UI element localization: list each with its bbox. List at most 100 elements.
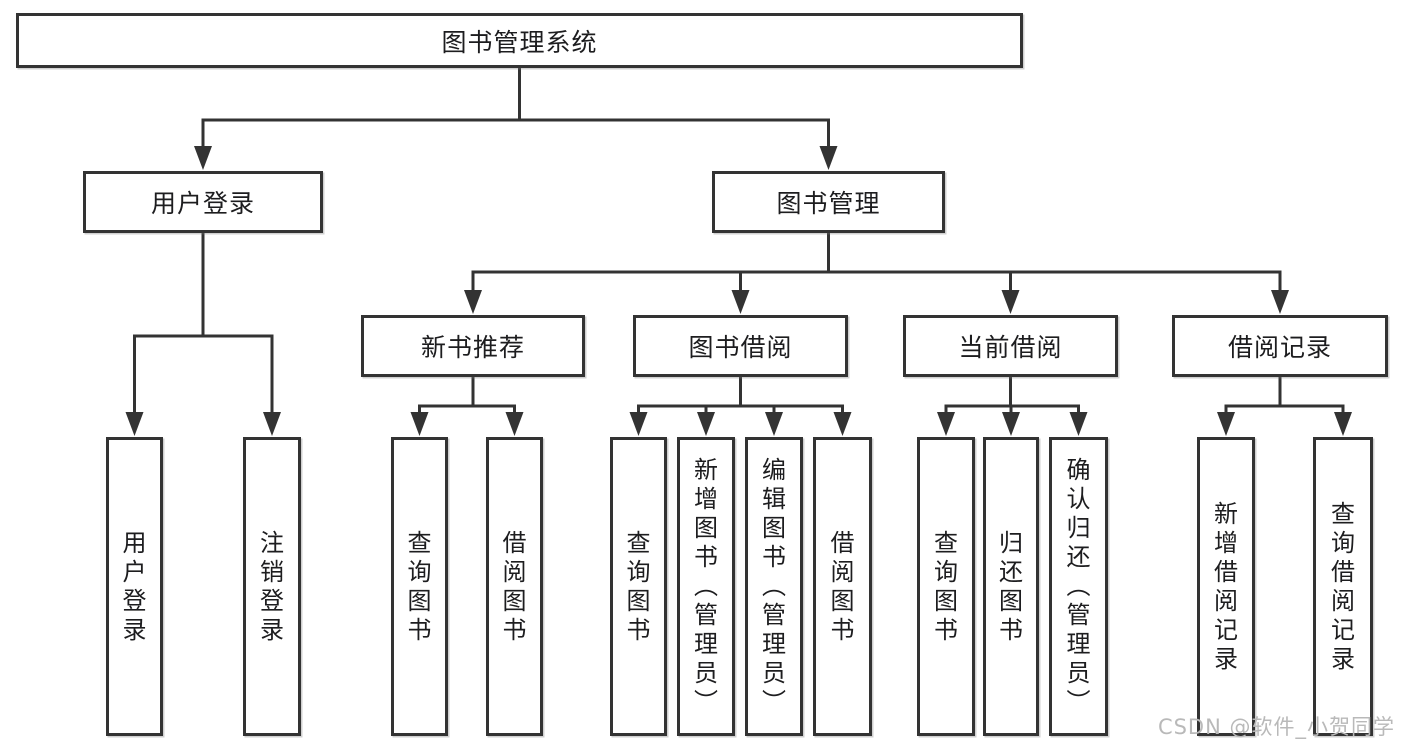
vertical-glyph: 图	[694, 514, 718, 542]
arrowhead	[410, 412, 429, 436]
vertical-glyph: 借	[502, 528, 527, 557]
vertical-glyph: 图	[830, 586, 855, 615]
vertical-glyph: 销	[260, 557, 284, 586]
vertical-glyph: 询	[407, 557, 432, 586]
vertical-glyph: 编	[762, 456, 786, 484]
arrowhead	[1334, 412, 1352, 436]
arrowhead	[1217, 412, 1235, 436]
node-leaf-return-books: 归还图书	[983, 437, 1039, 736]
vertical-glyph: 阅	[1214, 586, 1238, 615]
node-leaf-query-books-3: 查询图书	[917, 437, 975, 736]
vertical-glyph: 书	[762, 543, 786, 571]
vertical-glyph: 查	[934, 528, 958, 557]
vertical-glyph: 归	[999, 528, 1023, 557]
vertical-glyph: 注	[260, 528, 284, 557]
arrowhead	[1001, 290, 1020, 314]
vertical-glyph: ︶	[694, 688, 718, 716]
vertical-glyph: 询	[626, 557, 651, 586]
node-leaf-logout: 注销登录	[243, 437, 301, 736]
vertical-glyph: 录	[260, 615, 284, 644]
vertical-glyph: 理	[762, 630, 786, 658]
node-leaf-user-login: 用户登录	[106, 437, 163, 736]
node-leaf-query-books-1: 查询图书	[391, 437, 448, 736]
arrowhead	[937, 412, 955, 436]
vertical-glyph: 查	[626, 528, 651, 557]
vertical-glyph: 确	[1066, 456, 1091, 484]
vertical-glyph: 询	[1331, 528, 1355, 557]
vertical-glyph: 辑	[762, 485, 786, 513]
vertical-glyph: 图	[999, 586, 1023, 615]
vertical-glyph: 书	[502, 615, 527, 644]
vertical-glyph: 借	[830, 528, 855, 557]
vertical-glyph: 图	[626, 586, 651, 615]
vertical-glyph: 还	[999, 557, 1023, 586]
vertical-glyph: ︵	[762, 572, 786, 600]
vertical-glyph: 询	[934, 557, 958, 586]
arrowhead	[629, 412, 648, 436]
vertical-glyph: 管	[1066, 601, 1091, 629]
vertical-glyph: 管	[694, 601, 718, 629]
vertical-glyph: 新	[1214, 499, 1238, 528]
node-book-management: 图书管理	[712, 171, 945, 233]
vertical-glyph: 书	[694, 543, 718, 571]
node-leaf-confirm-return: 确认归还︵管理员︶	[1049, 437, 1108, 736]
vertical-glyph: 录	[122, 615, 147, 644]
vertical-glyph: 归	[1066, 514, 1091, 542]
node-current-borrow: 当前借阅	[903, 315, 1118, 377]
vertical-glyph: ︵	[694, 572, 718, 600]
vertical-glyph: 登	[122, 586, 147, 615]
arrowhead	[1069, 412, 1088, 436]
node-leaf-add-books: 新增图书︵管理员︶	[677, 437, 735, 736]
vertical-glyph: 书	[999, 615, 1023, 644]
vertical-glyph: 书	[830, 615, 855, 644]
vertical-glyph: 阅	[830, 557, 855, 586]
arrowhead	[731, 290, 750, 314]
vertical-glyph: 书	[626, 615, 651, 644]
vertical-glyph: ︶	[1066, 688, 1091, 716]
node-leaf-query-borrow-record: 查询借阅记录	[1313, 437, 1373, 736]
vertical-glyph: 图	[407, 586, 432, 615]
vertical-glyph: 理	[694, 630, 718, 658]
node-leaf-add-borrow-record: 新增借阅记录	[1197, 437, 1255, 736]
arrowhead	[263, 412, 281, 436]
vertical-glyph: 图	[934, 586, 958, 615]
node-borrow-records: 借阅记录	[1172, 315, 1388, 377]
arrowhead	[464, 290, 482, 314]
vertical-glyph: ︶	[762, 688, 786, 716]
vertical-glyph: 借	[1214, 557, 1238, 586]
node-leaf-borrow-books-1: 借阅图书	[486, 437, 543, 736]
vertical-glyph: 管	[762, 601, 786, 629]
vertical-glyph: 借	[1331, 557, 1355, 586]
node-leaf-edit-books: 编辑图书︵管理员︶	[745, 437, 803, 736]
node-new-book-recommend: 新书推荐	[361, 315, 585, 377]
node-book-borrow: 图书借阅	[633, 315, 848, 377]
vertical-glyph: 录	[1214, 644, 1238, 673]
arrowhead	[1271, 290, 1289, 314]
arrowhead	[1002, 412, 1020, 436]
watermark: CSDN @软件_小贺同学	[1157, 715, 1395, 739]
vertical-glyph: 查	[1331, 499, 1355, 528]
vertical-glyph: 户	[122, 557, 147, 586]
node-root: 图书管理系统	[16, 13, 1023, 68]
arrowhead	[833, 412, 852, 436]
vertical-glyph: 书	[407, 615, 432, 644]
vertical-glyph: 记	[1214, 615, 1238, 644]
vertical-glyph: 增	[694, 485, 718, 513]
vertical-glyph: 登	[260, 586, 284, 615]
node-leaf-borrow-books-2: 借阅图书	[813, 437, 872, 736]
vertical-glyph: 员	[694, 659, 718, 687]
vertical-glyph: ︵	[1066, 572, 1091, 600]
arrowhead	[125, 412, 144, 436]
vertical-glyph: 增	[1214, 528, 1238, 557]
arrowhead	[765, 412, 783, 436]
vertical-glyph: 员	[1066, 659, 1091, 687]
vertical-glyph: 认	[1066, 485, 1091, 513]
vertical-glyph: 书	[934, 615, 958, 644]
vertical-glyph: 录	[1331, 644, 1355, 673]
vertical-glyph: 图	[502, 586, 527, 615]
arrowhead	[697, 412, 715, 436]
vertical-glyph: 用	[122, 528, 147, 557]
node-user-login-group: 用户登录	[83, 171, 323, 233]
